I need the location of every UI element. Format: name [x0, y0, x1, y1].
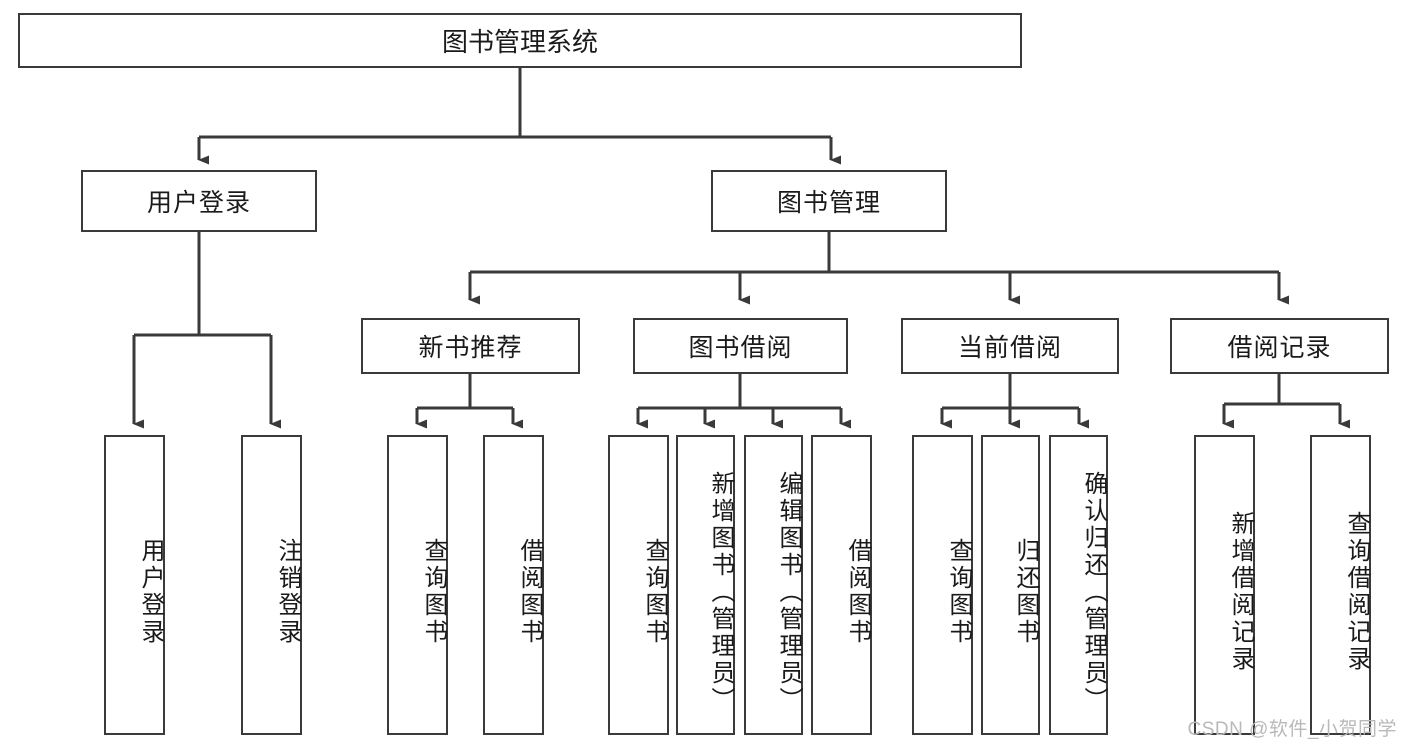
node-label: 借阅图书 [516, 538, 543, 646]
leaf-borrow-query-book[interactable]: 查询图书 [608, 435, 669, 735]
leaf-new-book-query[interactable]: 查询图书 [387, 435, 448, 735]
node-label: 图书管理系统 [441, 27, 598, 57]
node-label: 图书管理 [776, 189, 881, 217]
node-label: 编辑图书（管理员） [775, 470, 802, 714]
node-label: 当前借阅 [957, 334, 1062, 362]
leaf-borrow-borrow-book[interactable]: 借阅图书 [811, 435, 872, 735]
leaf-new-book-borrow[interactable]: 借阅图书 [483, 435, 544, 735]
leaf-logout-login[interactable]: 注销登录 [241, 435, 302, 735]
node-root-system[interactable]: 图书管理系统 [18, 13, 1022, 68]
leaf-user-login[interactable]: 用户登录 [104, 435, 165, 735]
node-label: 新书推荐 [418, 334, 523, 362]
leaf-borrow-add-book-admin[interactable]: 新增图书（管理员） [676, 435, 735, 735]
node-borrow-record[interactable]: 借阅记录 [1170, 318, 1389, 374]
node-label: 借阅图书 [844, 538, 871, 646]
node-label: 图书借阅 [688, 334, 793, 362]
node-label: 查询图书 [420, 538, 447, 646]
node-label: 归还图书 [1012, 538, 1039, 646]
node-label: 新增借阅记录 [1227, 511, 1254, 673]
leaf-current-confirm-return-admin[interactable]: 确认归还（管理员） [1049, 435, 1108, 735]
node-label: 新增图书（管理员） [707, 470, 734, 714]
node-label: 查询图书 [641, 538, 668, 646]
node-label: 确认归还（管理员） [1080, 470, 1107, 714]
node-label: 用户登录 [146, 189, 251, 217]
node-label: 用户登录 [137, 538, 164, 646]
node-user-login[interactable]: 用户登录 [81, 170, 317, 232]
csdn-watermark: CSDN @软件_小贺同学 [1187, 719, 1397, 740]
node-label: 借阅记录 [1227, 334, 1332, 362]
node-label: 查询图书 [945, 538, 972, 646]
node-current-borrow[interactable]: 当前借阅 [901, 318, 1119, 374]
node-book-borrow[interactable]: 图书借阅 [633, 318, 848, 374]
node-label: 注销登录 [274, 538, 301, 646]
leaf-current-return-book[interactable]: 归还图书 [981, 435, 1040, 735]
node-label: 查询借阅记录 [1343, 511, 1370, 673]
leaf-record-query[interactable]: 查询借阅记录 [1310, 435, 1371, 735]
node-book-management[interactable]: 图书管理 [711, 170, 947, 232]
leaf-record-add[interactable]: 新增借阅记录 [1194, 435, 1255, 735]
leaf-current-query-book[interactable]: 查询图书 [912, 435, 973, 735]
leaf-borrow-edit-book-admin[interactable]: 编辑图书（管理员） [744, 435, 803, 735]
node-new-book-recommend[interactable]: 新书推荐 [361, 318, 580, 374]
